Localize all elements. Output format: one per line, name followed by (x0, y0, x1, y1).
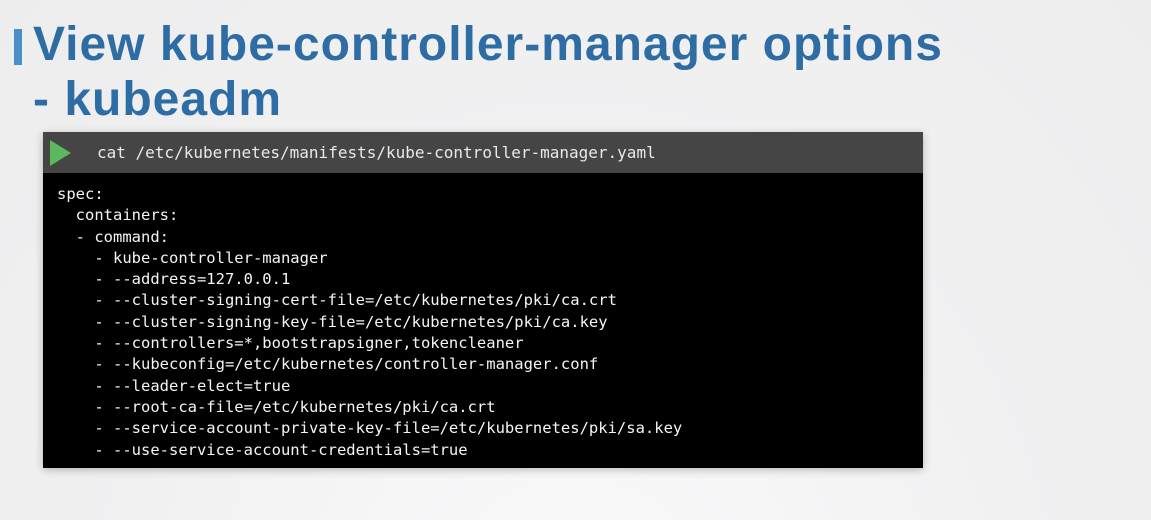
page-title-line1: View kube-controller-manager options (33, 18, 943, 71)
output-line: - --leader-elect=true (57, 376, 291, 395)
output-line: - kube-controller-manager (57, 248, 328, 267)
output-line: containers: (57, 206, 179, 225)
terminal-command: cat /etc/kubernetes/manifests/kube-contr… (97, 143, 656, 162)
title-accent-bar (14, 29, 22, 65)
output-line: - --cluster-signing-key-file=/etc/kubern… (57, 312, 608, 331)
output-line: - command: (57, 227, 169, 246)
output-line: - --kubeconfig=/etc/kubernetes/controlle… (57, 355, 599, 374)
output-line: - --service-account-private-key-file=/et… (57, 419, 683, 438)
output-line: spec: (57, 185, 104, 203)
output-line: - --address=127.0.0.1 (57, 270, 291, 289)
output-line: - --cluster-signing-cert-file=/etc/kuber… (57, 291, 617, 310)
output-line: - --root-ca-file=/etc/kubernetes/pki/ca.… (57, 397, 496, 416)
terminal-header: cat /etc/kubernetes/manifests/kube-contr… (43, 132, 923, 173)
play-triangle-icon (50, 139, 71, 166)
output-line: - --use-service-account-credentials=true (57, 440, 468, 459)
terminal-window: cat /etc/kubernetes/manifests/kube-contr… (43, 132, 923, 468)
page-title: View kube-controller-manager options- ku… (33, 17, 943, 127)
terminal-output: spec: containers: - command: - kube-cont… (43, 173, 923, 468)
page-title-line2: - kubeadm (33, 73, 283, 126)
output-line: - --controllers=*,bootstrapsigner,tokenc… (57, 334, 524, 353)
